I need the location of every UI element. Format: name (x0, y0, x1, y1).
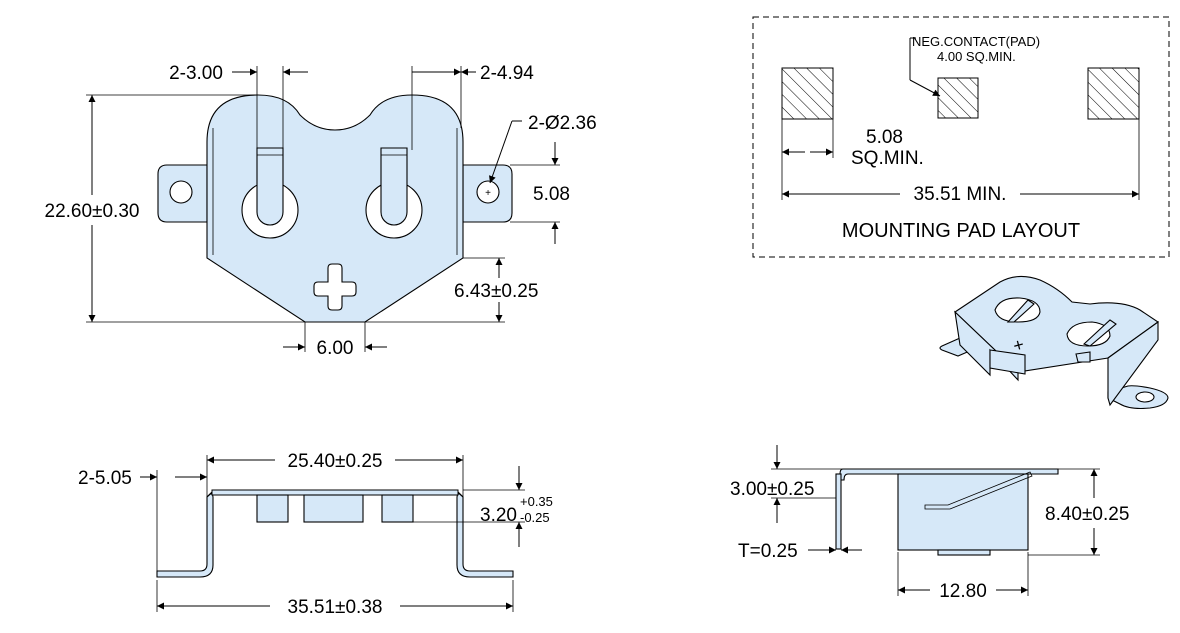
side-view: 3.00±0.25 T=0.25 8.40±0.25 12.80 (730, 445, 1129, 602)
pad-layout-title: MOUNTING PAD LAYOUT (842, 220, 1080, 242)
left-pad (781, 67, 834, 120)
tab-height-label: 5.08 (533, 184, 570, 205)
thickness-label: T=0.25 (738, 541, 798, 562)
plus-marking (313, 263, 357, 311)
right-tab-hole (476, 180, 500, 204)
hole-diameter-label: 2-Ø2.36 (528, 113, 597, 134)
slot-spacing-label: 2-4.94 (480, 63, 534, 84)
height-base-label: 3.20 (480, 505, 517, 526)
right-clip-tongue (380, 147, 408, 226)
overall-width-label: 35.51±0.38 (288, 597, 383, 618)
pad-span-label: 35.51 MIN. (914, 184, 1007, 205)
height-tol-minus: -0.25 (520, 510, 550, 525)
svg-text:+: + (485, 188, 491, 199)
pad-layout-frame (752, 16, 1170, 258)
overall-height-label: 22.60±0.30 (45, 201, 140, 222)
slot-width-label: 2-3.00 (169, 63, 223, 84)
pad-size-line1: 5.08 (866, 127, 903, 148)
mounting-pad-layout: NEG.CONTACT(PAD) 4.00 SQ.MIN. 5.08 SQ.MI… (752, 16, 1170, 258)
bottom-offset-label: 6.43±0.25 (454, 281, 538, 302)
bottom-width-label: 6.00 (317, 338, 354, 359)
neg-contact-line2: 4.00 SQ.MIN. (937, 49, 1016, 64)
top-height-label: 3.00±0.25 (730, 479, 814, 500)
right-pad (1087, 67, 1140, 120)
left-tab-hole (169, 180, 193, 204)
total-height-label: 8.40±0.25 (1045, 504, 1129, 525)
front-view: 2-5.05 25.40±0.25 3.20 +0.35 -0.25 35.51… (78, 451, 553, 618)
body-width-label: 12.80 (939, 581, 987, 602)
leg-offset-label: 2-5.05 (78, 468, 132, 489)
top-view: + 2-3.00 2-4.94 2-Ø2.36 (28, 63, 597, 359)
svg-text:+: + (1011, 334, 1026, 356)
pad-size-line2: SQ.MIN. (851, 148, 924, 169)
isometric-view: + (939, 275, 1169, 410)
height-tol-plus: +0.35 (520, 494, 553, 509)
neg-contact-pad (937, 77, 979, 119)
left-clip-tongue (256, 147, 284, 226)
inner-width-label: 25.40±0.25 (288, 451, 383, 472)
neg-contact-line1: NEG.CONTACT(PAD) (912, 34, 1040, 49)
